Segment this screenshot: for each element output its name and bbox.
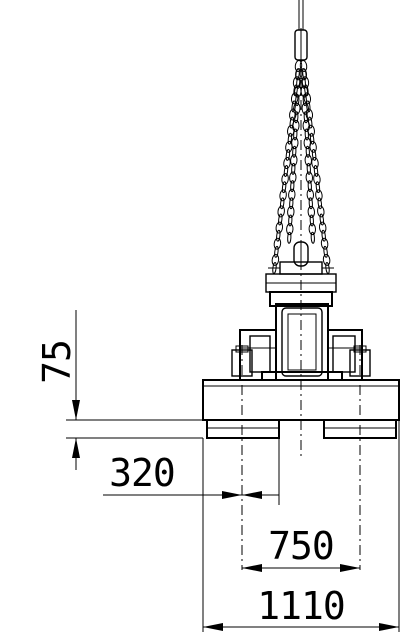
chain-link [294, 60, 303, 72]
chain-link [278, 213, 283, 226]
chain-link [317, 205, 325, 218]
dim-1110-label: 1110 [257, 584, 345, 628]
chain-link [309, 132, 315, 145]
chain-link [301, 76, 306, 89]
chain-left [271, 60, 303, 274]
chain-link [281, 181, 287, 194]
chain-link [286, 223, 294, 236]
chain-link [309, 214, 314, 227]
chain-link [306, 188, 315, 201]
chain-link [274, 245, 279, 258]
chain-link [310, 231, 315, 244]
chain-link [307, 180, 312, 193]
chain-link [294, 111, 299, 124]
chain-link [292, 119, 300, 132]
chain-link [311, 148, 317, 161]
chain-link [283, 165, 289, 177]
chain-link [302, 94, 307, 107]
dim-750-label: 750 [268, 524, 334, 568]
chain-link [289, 171, 297, 184]
chain-link [303, 111, 308, 124]
chain-link [301, 102, 310, 115]
chain-link [290, 180, 295, 193]
chain-link [300, 85, 309, 98]
chain-link [296, 76, 301, 89]
chain-link [308, 223, 317, 236]
chain-link [295, 68, 303, 81]
chain-link [304, 154, 313, 167]
chain-link [303, 92, 312, 105]
chain-link [313, 165, 319, 177]
chain-link [276, 229, 281, 242]
chain-link [306, 162, 311, 175]
chain-link [299, 68, 308, 81]
chain-link [291, 137, 299, 150]
chain-link [289, 197, 294, 210]
chain-right [299, 60, 331, 274]
chain-link [320, 237, 329, 250]
chain-link [303, 137, 312, 150]
chain-link [289, 108, 297, 121]
chain-link [293, 102, 301, 115]
dimension-1110 [202, 420, 400, 632]
chain-link [315, 181, 321, 194]
chain-link [273, 237, 282, 250]
dimension-75 [66, 310, 203, 470]
chain-link [295, 94, 300, 107]
chain-link [290, 92, 299, 105]
chain-link [318, 221, 327, 234]
chain-link [292, 145, 297, 158]
chain-link [308, 197, 313, 210]
chain-link [311, 157, 319, 169]
chain-link [302, 119, 311, 132]
chain-link [291, 100, 296, 113]
chain-link [287, 132, 293, 145]
chain-link [307, 205, 316, 218]
dim-75-label: 75 [35, 340, 79, 384]
chain-link [321, 229, 326, 242]
chain-link [279, 197, 285, 210]
centerlines [241, 80, 361, 570]
chain-link [322, 253, 331, 266]
chain-link [275, 221, 284, 234]
dim-320-label: 320 [109, 451, 175, 495]
dimension-320 [103, 438, 280, 505]
chain-link [313, 173, 321, 186]
chain-link [287, 231, 292, 244]
chain-link [277, 205, 285, 218]
chain-link [287, 205, 295, 218]
chain-link [281, 173, 289, 186]
chain-link [319, 213, 325, 226]
chain-link [291, 162, 296, 175]
chain-link [271, 253, 280, 266]
dimension-750 [242, 564, 360, 572]
chain-link [304, 128, 309, 141]
chain-link [315, 189, 323, 202]
chain-link [283, 157, 291, 169]
chain-link [299, 60, 308, 72]
chain-link [279, 189, 287, 202]
chain-link [288, 188, 296, 201]
chain-link [288, 214, 293, 227]
chain-inner-right [299, 68, 317, 244]
chain-link [285, 148, 291, 161]
chain-link [293, 128, 298, 141]
chain-link [290, 154, 298, 167]
chain-link [305, 108, 314, 121]
chain-link [317, 197, 323, 210]
chain-link [305, 171, 314, 184]
chain-link [305, 145, 310, 158]
chain-link [323, 245, 328, 258]
chain-link [306, 100, 311, 113]
